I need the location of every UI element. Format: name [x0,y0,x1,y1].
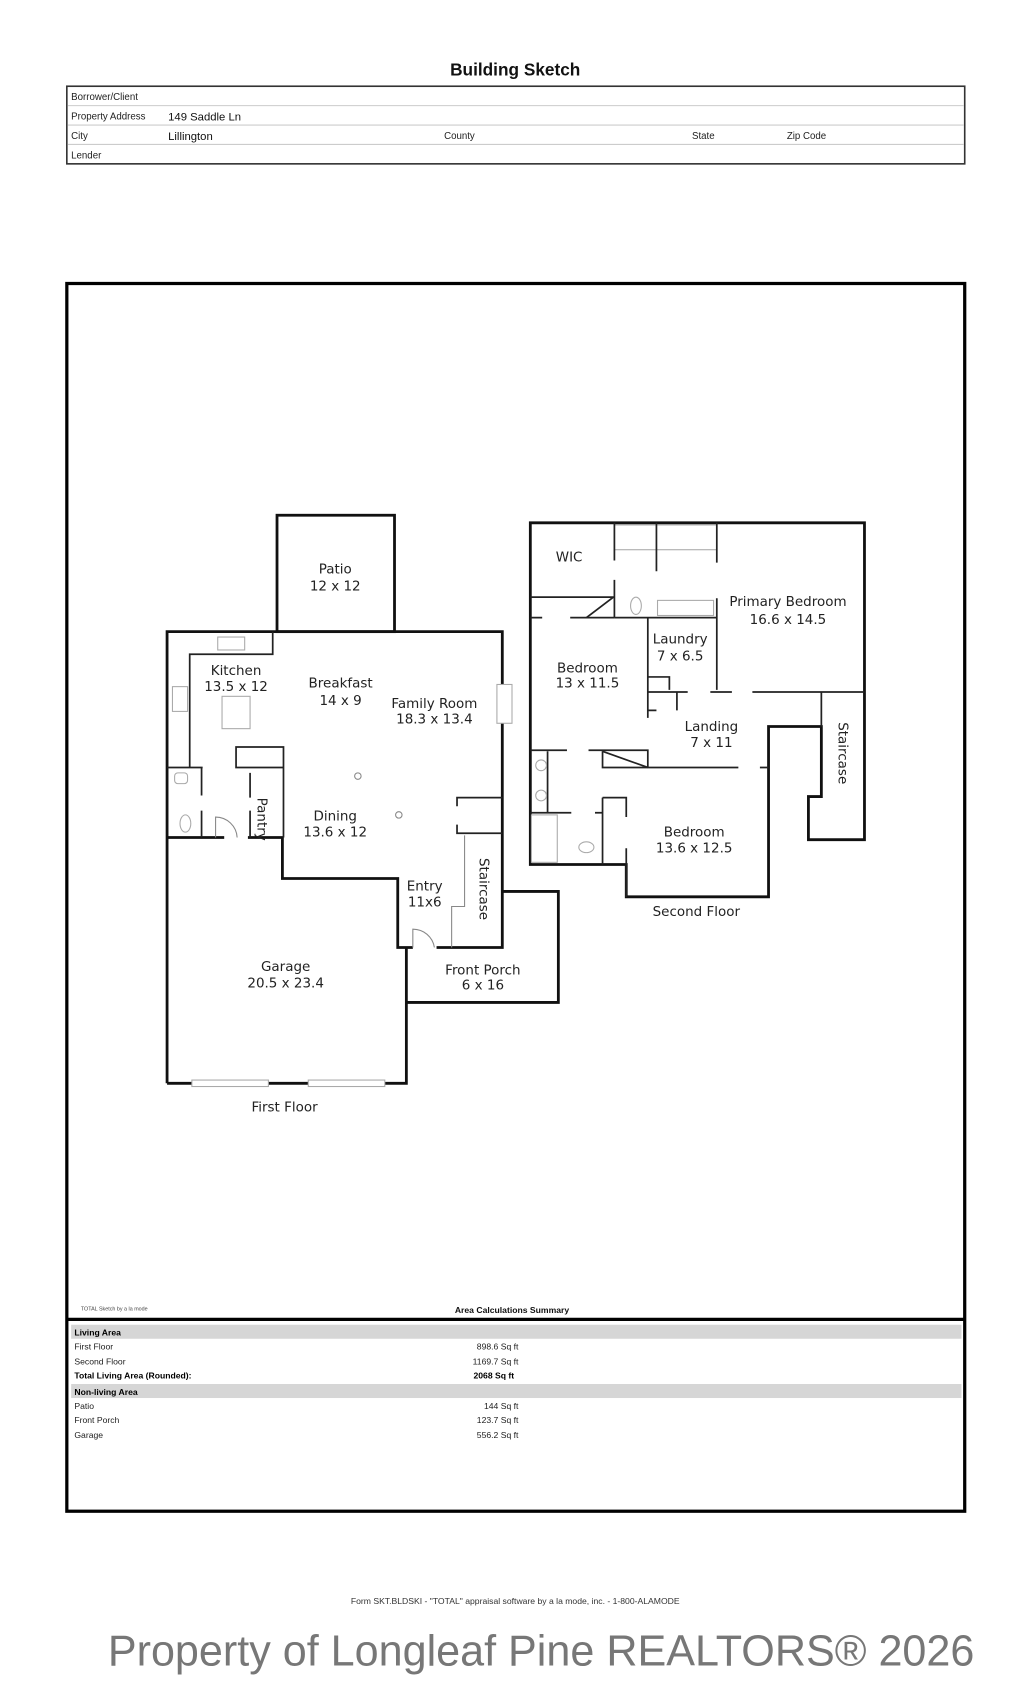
room-dims-front-porch: 6 x 16 [462,978,504,994]
form-footer: Form SKT.BLDSKI - "TOTAL" appraisal soft… [351,1596,680,1606]
front-porch-area-label: Front Porch [74,1415,119,1425]
room-dims-landing: 7 x 11 [690,735,732,751]
garage-area-value: 556.2 Sq ft [477,1430,519,1440]
room-dims-bedroom-2: 13 x 11.5 [556,676,620,692]
room-name-pantry: Pantry [254,798,270,841]
first-floor-labels: Patio 12 x 12 Kitchen 13.5 x 12 Breakfas… [204,561,520,1115]
room-dims-bedroom-3: 13.6 x 12.5 [656,841,733,857]
second-floor-labels: WIC Primary Bedroom 16.6 x 14.5 Laundry … [556,550,851,921]
second-floor-plan [528,521,866,899]
room-name-kitchen: Kitchen [211,663,262,679]
first-floor-caption: First Floor [251,1099,318,1115]
room-name-laundry: Laundry [653,632,708,648]
second-floor-area-label: Second Floor [74,1357,125,1367]
sketch-frame [65,281,967,1513]
summary-title: Area Calculations Summary [455,1305,570,1315]
sketch-credit: TOTAL Sketch by a la mode [81,1307,148,1313]
room-name-breakfast: Breakfast [309,676,373,692]
room-name-garage: Garage [261,959,310,975]
living-area-header: Living Area [74,1328,121,1338]
room-name-family-room: Family Room [391,696,477,712]
area-summary: TOTAL Sketch by a la mode Area Calculati… [71,1305,962,1440]
garage-area-label: Garage [74,1430,103,1440]
room-dims-garage: 20.5 x 23.4 [247,975,324,991]
room-name-entry: Entry [407,878,443,894]
lender-label: Lender [71,150,102,161]
front-porch-area-value: 123.7 Sq ft [477,1415,519,1425]
first-floor-area-label: First Floor [74,1342,113,1352]
room-name-staircase-2: Staircase [835,722,851,784]
room-dims-kitchen: 13.5 x 12 [204,679,268,695]
address-value: 149 Saddle Ln [168,112,241,124]
second-floor-caption: Second Floor [653,904,741,920]
room-dims-family-room: 18.3 x 13.4 [396,711,473,727]
room-name-patio: Patio [319,561,352,577]
room-name-landing: Landing [685,719,739,735]
room-dims-patio: 12 x 12 [310,579,361,595]
room-name-staircase-1: Staircase [476,858,492,920]
patio-area-value: 144 Sq ft [484,1401,519,1411]
first-floor-area-value: 898.6 Sq ft [477,1342,519,1352]
total-living-area-label: Total Living Area (Rounded): [74,1371,191,1381]
state-label: State [692,131,715,142]
room-dims-laundry: 7 x 6.5 [657,649,704,665]
room-name-front-porch: Front Porch [445,962,520,978]
watermark: Property of Longleaf Pine REALTORS® 2026 [108,1627,975,1675]
city-value: Lillington [168,131,213,143]
room-dims-breakfast: 14 x 9 [319,693,361,709]
room-name-primary-bedroom: Primary Bedroom [729,594,846,610]
city-label: City [71,131,88,142]
borrower-label: Borrower/Client [71,92,138,103]
room-name-wic: WIC [556,550,583,566]
room-dims-dining: 13.6 x 12 [303,824,367,840]
room-name-bedroom-2: Bedroom [557,661,618,677]
room-dims-primary-bedroom: 16.6 x 14.5 [750,612,827,628]
page-title: Building Sketch [450,59,580,79]
zip-label: Zip Code [787,131,826,142]
second-floor-area-value: 1169.7 Sq ft [473,1357,519,1367]
property-info-table: Borrower/Client Property Address 149 Sad… [66,85,966,165]
first-floor-plan [165,513,560,1088]
county-label: County [444,131,475,142]
room-name-dining: Dining [313,808,356,824]
room-dims-entry: 11x6 [408,895,442,911]
patio-area-label: Patio [74,1401,94,1411]
room-name-bedroom-3: Bedroom [664,824,725,840]
nonliving-area-header: Non-living Area [74,1387,138,1397]
total-living-area-value: 2068 Sq ft [473,1371,514,1381]
address-label: Property Address [71,112,145,123]
